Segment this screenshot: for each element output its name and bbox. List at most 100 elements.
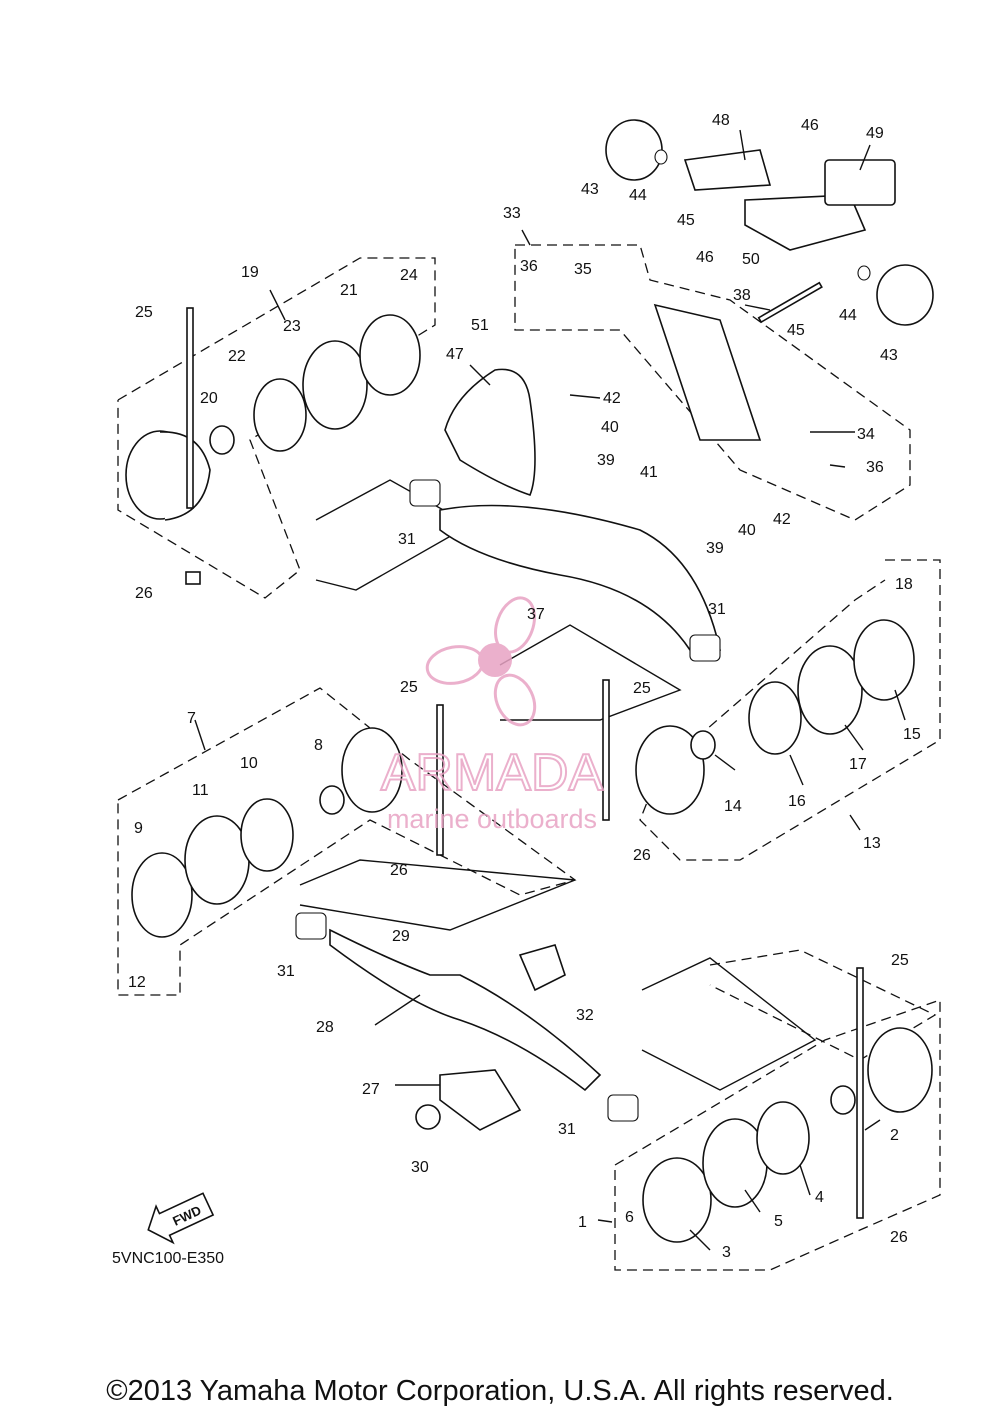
callout-14: 14 [724,798,742,815]
callout-4: 4 [815,1189,824,1206]
callout-40-a: 40 [601,419,619,436]
callout-7: 7 [187,710,196,727]
callout-33: 33 [503,205,521,222]
callout-45-a: 45 [677,212,695,229]
callout-48: 48 [712,112,730,129]
callout-34: 34 [857,426,875,443]
callout-25-d: 25 [891,952,909,969]
callout-5: 5 [774,1213,783,1230]
callout-49: 49 [866,125,884,142]
callout-2: 2 [890,1127,899,1144]
callout-12: 12 [128,974,146,991]
outline-wire-right [709,949,937,1061]
rim-15 [853,619,915,701]
callout-37: 37 [527,606,545,623]
bolt-30 [415,1104,441,1130]
callout-39-b: 39 [706,540,724,557]
bracket-27 [439,1069,522,1131]
parts-diagram: ARMADA marine outboards 1 2 3 4 5 6 7 [112,112,941,1271]
gasket-10 [240,798,294,872]
stay-beam-upper [439,504,721,651]
copyright-notice: ©2013 Yamaha Motor Corporation, U.S.A. A… [106,1375,894,1407]
callout-23: 23 [283,318,301,335]
callout-6: 6 [625,1209,634,1226]
lamp-housing-13 [635,725,705,815]
callout-31-d: 31 [558,1121,576,1138]
bulb-8 [319,785,345,815]
callout-13: 13 [863,835,881,852]
washer-44-b [857,265,871,281]
callout-25-b: 25 [400,679,418,696]
callout-21: 21 [340,282,358,299]
bolt-38 [757,281,823,324]
fwd-arrow-icon [147,1192,215,1245]
callout-36-b: 36 [866,459,884,476]
callout-25-a: 25 [135,304,153,321]
damper-31-d [607,1094,639,1122]
reflector-43-b [876,264,934,326]
callout-32: 32 [576,1007,594,1024]
outline-group-13 [639,559,941,861]
gasket-16 [748,681,802,755]
leader-lines [194,129,906,1251]
watermark-brand: ARMADA [381,744,604,802]
bolt-25-a [186,307,194,509]
outline-group-1 [614,999,941,1271]
callout-42-a: 42 [603,390,621,407]
outline-group-7 [117,687,577,996]
nut-26-a [185,571,201,585]
damper-31-c [295,912,327,940]
lamp-shell-19 [159,431,211,521]
bulb-2 [830,1085,856,1115]
callout-45-b: 45 [787,322,805,339]
bolt-25-b [602,679,610,821]
watermark-tagline: marine outboards [387,804,597,834]
callout-39-a: 39 [597,452,615,469]
plate-49 [824,159,896,206]
callout-43-b: 43 [880,347,898,364]
callout-31-a: 31 [398,531,416,548]
callout-26-a: 26 [135,585,153,602]
callout-9: 9 [134,820,143,837]
watermark: ARMADA marine outboards [380,596,605,834]
grommet-32 [518,944,566,992]
callout-44-b: 44 [839,307,857,324]
lamp-rim-3 [642,1157,712,1243]
callouts: 1 2 3 4 5 6 7 8 9 10 11 12 13 14 15 16 1… [128,112,921,1261]
callout-16: 16 [788,793,806,810]
bolt-25-d [856,967,864,1219]
bulb-14 [690,730,716,760]
callout-28: 28 [316,1019,334,1036]
callout-35: 35 [574,261,592,278]
callout-41: 41 [640,464,658,481]
lens-23 [302,340,368,430]
callout-43-a: 43 [581,181,599,198]
group-outlines [117,244,941,1271]
callout-17: 17 [849,756,867,773]
callout-8: 8 [314,737,323,754]
callout-26-d: 26 [890,1229,908,1246]
callout-22: 22 [228,348,246,365]
callout-46-a: 46 [801,117,819,134]
lamp-housing-1 [867,1027,933,1113]
outline-group-19 [117,257,436,599]
washer-44-a [654,149,668,165]
callout-24: 24 [400,267,418,284]
fwd-arrow: FWD [147,1192,215,1245]
callout-15: 15 [903,726,921,743]
rim-21 [359,314,421,396]
callout-31-c: 31 [277,963,295,980]
callout-19: 19 [241,264,259,281]
bolt-25-c [436,704,444,856]
callout-30: 30 [411,1159,429,1176]
lens-17 [797,645,863,735]
callout-38: 38 [733,287,751,304]
callout-50: 50 [742,251,760,268]
diagram-code: 5VNC100-E350 [112,1250,224,1267]
lens-11 [184,815,250,905]
callout-27: 27 [362,1081,380,1098]
callout-36-a: 36 [520,258,538,275]
callout-51: 51 [471,317,489,334]
gasket-4 [756,1101,810,1175]
callout-26-c: 26 [633,847,651,864]
